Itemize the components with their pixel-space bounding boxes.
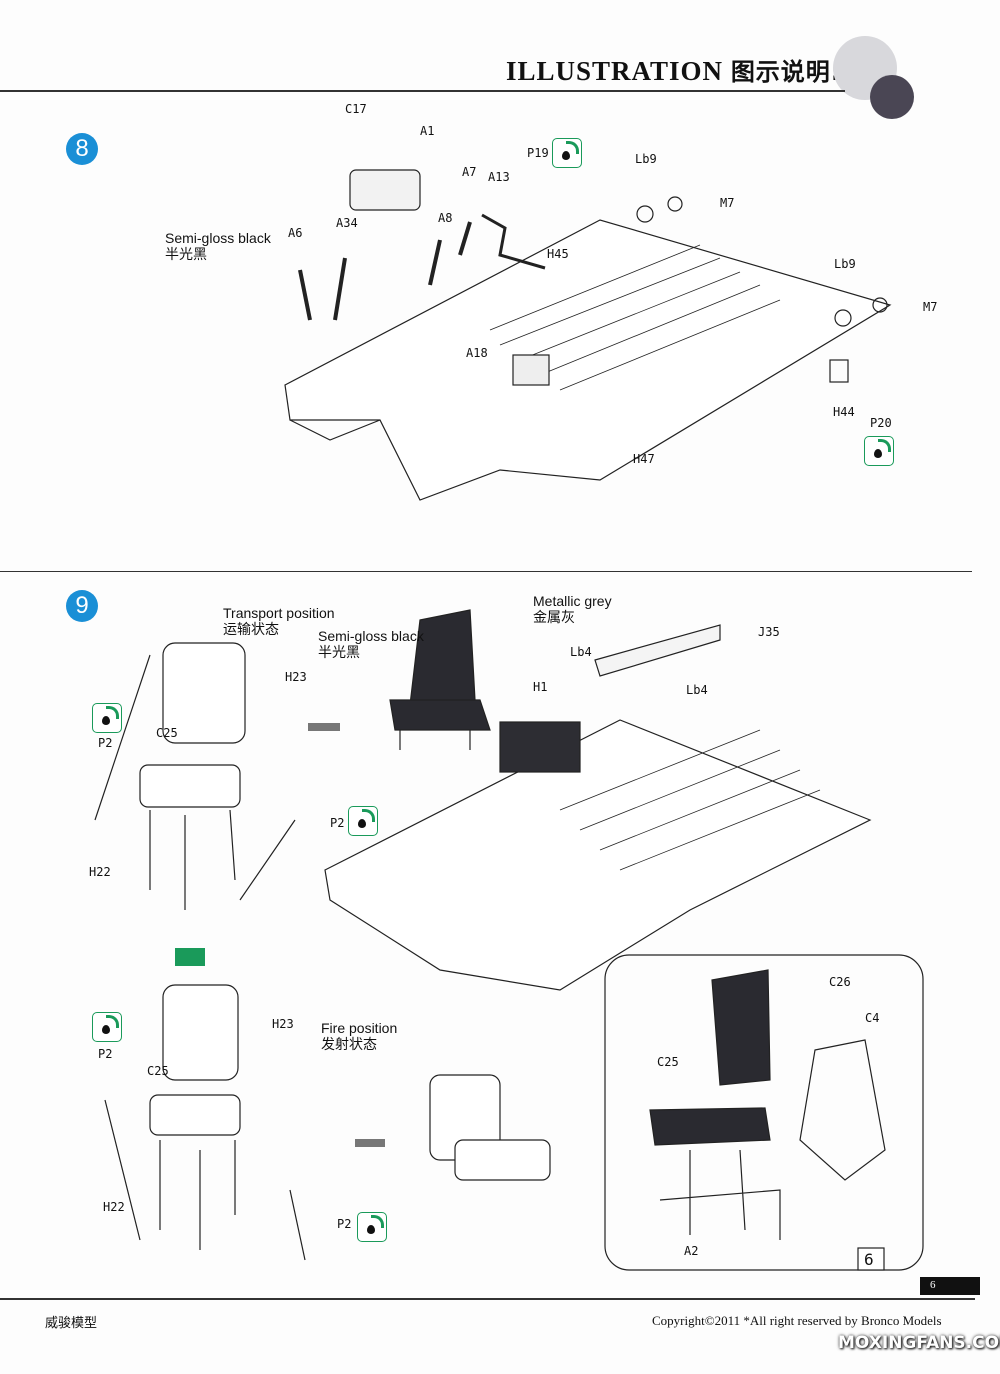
part-label: C25 (156, 726, 178, 740)
part-label: Lb4 (570, 645, 592, 659)
paint-en: Metallic grey (533, 593, 612, 609)
header-rule (0, 90, 845, 92)
part-label: A2 (684, 1244, 699, 1258)
part-label: A6 (288, 226, 303, 240)
part-label: A34 (336, 216, 358, 230)
part-label: A8 (438, 211, 453, 225)
paint-en: Semi-gloss black (318, 628, 424, 644)
footer-copyright: Copyright©2011 *All right reserved by Br… (652, 1313, 942, 1328)
step8-chassis (284, 169, 892, 501)
step-divider (0, 571, 972, 572)
part-label: Lb9 (635, 152, 657, 166)
paint-mark-icon (552, 138, 582, 168)
part-label: M7 (720, 196, 735, 210)
paint-mark-icon (92, 703, 122, 733)
part-label: P2 (98, 736, 113, 750)
part-label: C25 (657, 1055, 679, 1069)
rotate-icon (175, 948, 205, 966)
part-label: P20 (870, 416, 892, 430)
title-en: ILLUSTRATION (506, 56, 724, 86)
paint-cn: 半光黑 (165, 246, 207, 262)
part-label: H1 (533, 680, 548, 694)
part-label: P2 (98, 1047, 113, 1061)
part-label: A13 (488, 170, 510, 184)
part-label: P2 (330, 816, 345, 830)
part-label: P2 (337, 1217, 352, 1231)
part-label: A1 (420, 124, 435, 138)
part-label: Lb4 (686, 683, 708, 697)
step-9-badge: 9 (66, 590, 98, 622)
part-label: C4 (865, 1011, 880, 1025)
part-label: H44 (833, 405, 855, 419)
part-label: H47 (633, 452, 655, 466)
page-number-tab (920, 1277, 980, 1295)
header-circle-dark (870, 75, 914, 119)
paint-mark-icon (864, 436, 894, 466)
label-cn: 发射状态 (321, 1036, 377, 1052)
part-label: H22 (103, 1200, 125, 1214)
label-cn: 运输状态 (223, 621, 279, 637)
step-8-badge: 8 (66, 133, 98, 165)
inset-number: 6 (864, 1250, 874, 1269)
title-cn: 图示说明: (730, 58, 842, 86)
paint-mark-icon (357, 1212, 387, 1242)
part-label: H23 (272, 1017, 294, 1031)
part-label: H45 (547, 247, 569, 261)
paint-en: Semi-gloss black (165, 230, 271, 246)
part-label: C26 (829, 975, 851, 989)
step9-chassis (94, 609, 924, 1271)
part-label: C25 (147, 1064, 169, 1078)
footer-brand: 威骏模型 (45, 1316, 98, 1331)
part-label: H23 (285, 670, 307, 684)
label-en: Fire position (321, 1020, 398, 1036)
part-label: J35 (758, 625, 780, 639)
part-label: A18 (466, 346, 488, 360)
part-label: H22 (89, 865, 111, 879)
paint-cn: 金属灰 (533, 609, 575, 625)
part-label: C17 (345, 102, 367, 116)
part-label: M7 (923, 300, 938, 314)
part-label: P19 (527, 146, 549, 160)
paint-mark-icon (92, 1012, 122, 1042)
part-label: Lb9 (834, 257, 856, 271)
page-number: 6 (930, 1279, 936, 1291)
paint-cn: 半光黑 (318, 644, 360, 660)
label-en: Transport position (223, 605, 335, 621)
page-title: ILLUSTRATION 图示说明: (506, 52, 841, 87)
part-label: A7 (462, 165, 477, 179)
watermark: MOXINGFANS.COM (838, 1333, 1000, 1353)
paint-mark-icon (348, 806, 378, 836)
footer-rule (0, 1298, 975, 1300)
